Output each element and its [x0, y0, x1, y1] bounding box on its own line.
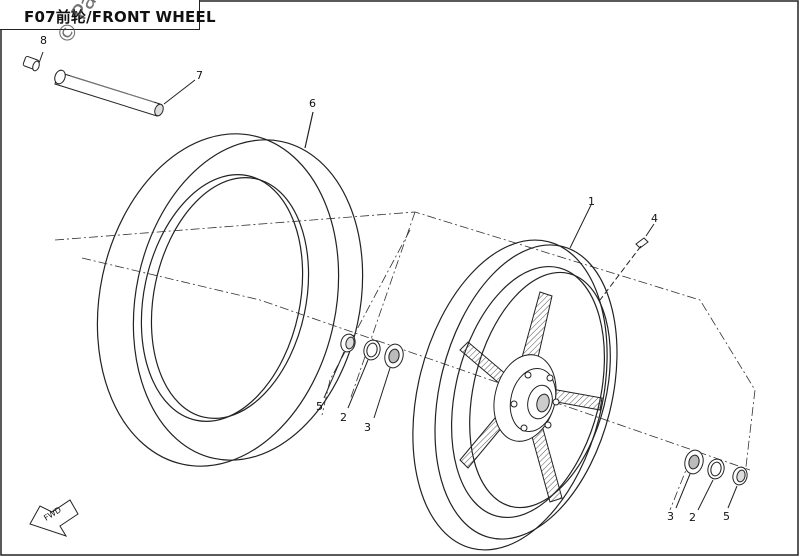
part-1-leader — [569, 204, 592, 249]
fwd-arrow-icon: FWD — [29, 499, 79, 537]
wheel-spokes — [459, 291, 603, 503]
callout-8[interactable]: 8 — [40, 34, 47, 47]
assembly-centerlines — [54, 211, 756, 511]
right-bearing-set — [675, 449, 748, 511]
part-7-axle — [54, 69, 196, 117]
callout-1[interactable]: 1 — [588, 195, 595, 208]
left-bearing-set — [323, 333, 404, 419]
part-6-tire — [96, 111, 364, 467]
callout-5-left[interactable]: 5 — [316, 400, 323, 413]
callout-4[interactable]: 4 — [651, 212, 658, 225]
callout-7[interactable]: 7 — [196, 69, 203, 82]
callout-6[interactable]: 6 — [309, 97, 316, 110]
callout-2-left[interactable]: 2 — [340, 411, 347, 424]
diagram-title: F07前轮/FRONT WHEEL — [24, 8, 216, 26]
part-4-valve — [599, 223, 655, 301]
callout-5-right[interactable]: 5 — [723, 510, 730, 523]
callout-3-right[interactable]: 3 — [667, 510, 674, 523]
part-8-collar — [22, 51, 44, 72]
title-bar: F07前轮/FRONT WHEEL — [0, 0, 216, 30]
callout-2-right[interactable]: 2 — [689, 511, 696, 524]
wheel-hub — [493, 354, 560, 442]
callout-3-left[interactable]: 3 — [364, 421, 371, 434]
